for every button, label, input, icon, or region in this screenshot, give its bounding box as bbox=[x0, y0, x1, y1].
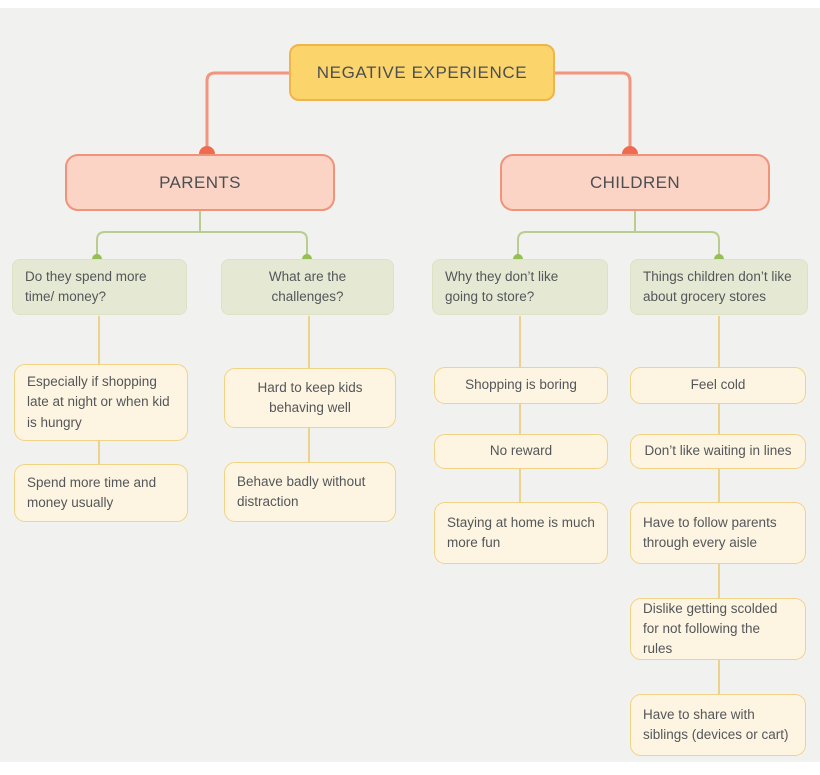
topic-label: What are the challenges? bbox=[268, 268, 347, 304]
note-label: Don’t like waiting in lines bbox=[644, 443, 792, 459]
note-label: Dislike getting scolded for not followin… bbox=[643, 600, 778, 657]
connector-root-parents bbox=[205, 71, 292, 151]
branch-label-parents: PARENTS bbox=[159, 172, 241, 192]
connector-children-topics bbox=[517, 231, 720, 258]
branch-node-children[interactable]: CHILDREN bbox=[500, 154, 770, 211]
topic-label: Why they don’t like going to store? bbox=[445, 268, 559, 304]
note-node[interactable]: Dislike getting scolded for not followin… bbox=[630, 598, 806, 660]
note-label: Spend more time and money usually bbox=[27, 474, 157, 510]
note-label: Especially if shopping late at night or … bbox=[27, 374, 170, 430]
branch-label-children: CHILDREN bbox=[589, 172, 681, 192]
note-label: Hard to keep kids behaving well bbox=[257, 379, 363, 415]
note-node[interactable]: No reward bbox=[434, 434, 608, 469]
connector-root-children bbox=[552, 71, 632, 151]
note-node[interactable]: Have to follow parents through every ais… bbox=[630, 502, 806, 564]
root-label: NEGATIVE EXPERIENCE bbox=[316, 62, 528, 82]
note-node[interactable]: Hard to keep kids behaving well bbox=[224, 368, 396, 428]
topic-node-parents-challenges[interactable]: What are the challenges? bbox=[221, 259, 394, 315]
note-node[interactable]: Spend more time and money usually bbox=[14, 464, 188, 522]
note-node[interactable]: Staying at home is much more fun bbox=[434, 502, 608, 564]
topic-label: Things children don’t like about grocery… bbox=[643, 268, 792, 304]
note-node[interactable]: Shopping is boring bbox=[434, 367, 608, 404]
topic-node-children-why[interactable]: Why they don’t like going to store? bbox=[432, 259, 608, 315]
topic-label: Do they spend more time/ money? bbox=[25, 268, 147, 304]
branch-node-parents[interactable]: PARENTS bbox=[65, 154, 335, 211]
note-node[interactable]: Especially if shopping late at night or … bbox=[14, 364, 188, 441]
note-node[interactable]: Have to share with siblings (devices or … bbox=[630, 694, 806, 756]
note-label: Feel cold bbox=[690, 377, 746, 393]
topic-node-parents-spend[interactable]: Do they spend more time/ money? bbox=[12, 259, 187, 315]
note-label: Staying at home is much more fun bbox=[447, 514, 595, 550]
note-node[interactable]: Don’t like waiting in lines bbox=[630, 434, 806, 469]
root-node[interactable]: NEGATIVE EXPERIENCE bbox=[289, 44, 555, 101]
note-node[interactable]: Feel cold bbox=[630, 367, 806, 404]
note-label: Have to share with siblings (devices or … bbox=[643, 706, 789, 742]
note-label: Behave badly without distraction bbox=[237, 473, 366, 509]
topic-node-children-things[interactable]: Things children don’t like about grocery… bbox=[630, 259, 808, 315]
note-label: Have to follow parents through every ais… bbox=[643, 514, 777, 550]
note-label: Shopping is boring bbox=[465, 377, 577, 393]
note-node[interactable]: Behave badly without distraction bbox=[224, 462, 396, 522]
connector-parents-topics bbox=[96, 231, 308, 258]
note-label: No reward bbox=[489, 443, 553, 459]
